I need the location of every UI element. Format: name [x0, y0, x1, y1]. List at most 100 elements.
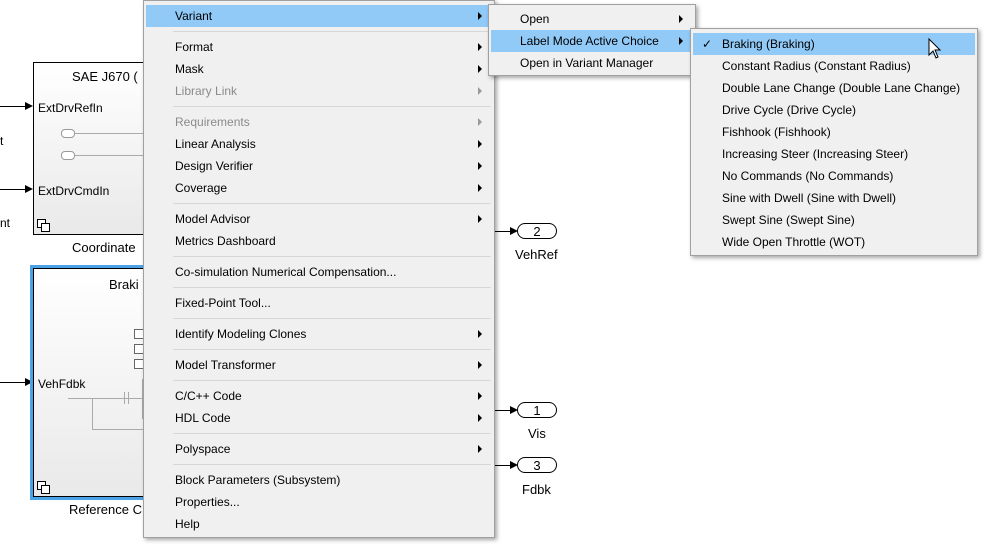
choice-item-drive-cycle[interactable]: Drive Cycle (Drive Cycle): [693, 99, 975, 121]
menu-item-metrics-dashboard[interactable]: Metrics Dashboard: [146, 230, 492, 252]
menu-separator: [173, 380, 491, 381]
submenu-arrow-icon: [478, 184, 482, 192]
block-caption: Coordinate: [72, 240, 136, 255]
submenu-arrow-icon: [478, 392, 482, 400]
menu-item-label: Metrics Dashboard: [175, 234, 276, 248]
active-choice-submenu: ✓ Braking (Braking) Constant Radius (Cons…: [690, 28, 978, 256]
menu-item-label: Drive Cycle (Drive Cycle): [722, 103, 857, 117]
menu-item-hdl-code[interactable]: HDL Code: [146, 407, 492, 429]
outport-block-vis[interactable]: 1: [517, 402, 557, 418]
menu-item-label: Coverage: [175, 181, 228, 195]
outport-label: VehRef: [515, 247, 558, 262]
outport-block-fdbk[interactable]: 3: [517, 457, 557, 473]
menu-item-c-code[interactable]: C/C++ Code: [146, 385, 492, 407]
menu-item-label: Identify Modeling Clones: [175, 327, 307, 341]
submenu-arrow-icon: [478, 445, 482, 453]
menu-item-label: Wide Open Throttle (WOT): [722, 235, 866, 249]
menu-item-coverage[interactable]: Coverage: [146, 177, 492, 199]
internal-line: [128, 392, 129, 404]
internal-line: [68, 398, 158, 399]
signal-line[interactable]: [494, 465, 512, 466]
submenu-arrow-icon: [478, 162, 482, 170]
menu-item-model-transformer[interactable]: Model Transformer: [146, 354, 492, 376]
menu-item-format[interactable]: Format: [146, 36, 492, 58]
menu-item-properties[interactable]: Properties...: [146, 491, 492, 513]
signal-arrow: [25, 185, 33, 193]
menu-item-label: Fixed-Point Tool...: [175, 296, 271, 310]
menu-item-design-verifier[interactable]: Design Verifier: [146, 155, 492, 177]
signal-arrow: [510, 406, 518, 414]
menu-item-label: Requirements: [175, 115, 250, 129]
signal-label-fragment: t: [0, 134, 4, 148]
menu-item-label: Variant: [175, 9, 213, 23]
signal-line[interactable]: [0, 106, 28, 107]
menu-separator: [173, 203, 491, 204]
subsystem-block-coordinate[interactable]: SAE J670 ( ExtDrvRefIn ExtDrvCmdIn: [33, 62, 165, 235]
menu-item-label: Format: [175, 40, 214, 54]
block-caption: Reference C: [69, 502, 142, 517]
choice-item-fishhook[interactable]: Fishhook (Fishhook): [693, 121, 975, 143]
signal-line[interactable]: [494, 410, 512, 411]
menu-item-label: Swept Sine (Swept Sine): [722, 213, 855, 227]
menu-item-identify-clones[interactable]: Identify Modeling Clones: [146, 323, 492, 345]
menu-item-label: Model Transformer: [175, 358, 276, 372]
menu-item-label: C/C++ Code: [175, 389, 242, 403]
menu-item-label: Double Lane Change (Double Lane Change): [722, 81, 961, 95]
menu-item-help[interactable]: Help: [146, 513, 492, 535]
choice-item-sine-with-dwell[interactable]: Sine with Dwell (Sine with Dwell): [693, 187, 975, 209]
menu-item-open[interactable]: Open: [491, 8, 693, 30]
inport-label: VehFdbk: [38, 377, 86, 391]
menu-item-label: Open in Variant Manager: [520, 56, 654, 70]
submenu-arrow-icon: [478, 87, 482, 95]
menu-item-linear-analysis[interactable]: Linear Analysis: [146, 133, 492, 155]
signal-line[interactable]: [494, 231, 512, 232]
menu-item-mask[interactable]: Mask: [146, 58, 492, 80]
menu-separator: [173, 106, 491, 107]
menu-item-cosim-compensation[interactable]: Co-simulation Numerical Compensation...: [146, 261, 492, 283]
outport-block-vehref[interactable]: 2: [517, 223, 557, 239]
menu-item-polyspace[interactable]: Polyspace: [146, 438, 492, 460]
menu-item-label: Braking (Braking): [722, 37, 815, 51]
signal-arrow: [25, 102, 33, 110]
check-icon: ✓: [702, 37, 713, 51]
submenu-arrow-icon: [478, 330, 482, 338]
menu-item-open-variant-manager[interactable]: Open in Variant Manager: [491, 52, 693, 74]
subsystem-block-braking[interactable]: Braki VehFdbk: [30, 265, 166, 500]
internal-line: [92, 429, 162, 430]
internal-line: [124, 392, 125, 404]
submenu-arrow-icon: [478, 118, 482, 126]
choice-item-constant-radius[interactable]: Constant Radius (Constant Radius): [693, 55, 975, 77]
internal-line: [92, 398, 93, 430]
menu-item-block-parameters[interactable]: Block Parameters (Subsystem): [146, 469, 492, 491]
submenu-arrow-icon: [478, 65, 482, 73]
submenu-arrow-icon: [478, 215, 482, 223]
menu-item-label: Mask: [175, 62, 204, 76]
menu-item-label-mode-active-choice[interactable]: Label Mode Active Choice: [491, 30, 693, 52]
menu-item-requirements: Requirements: [146, 111, 492, 133]
menu-separator: [173, 256, 491, 257]
menu-item-fixed-point-tool[interactable]: Fixed-Point Tool...: [146, 292, 492, 314]
signal-line[interactable]: [0, 189, 28, 190]
choice-item-double-lane-change[interactable]: Double Lane Change (Double Lane Change): [693, 77, 975, 99]
menu-separator: [173, 433, 491, 434]
subsystem-icon: [37, 481, 50, 494]
choice-item-swept-sine[interactable]: Swept Sine (Swept Sine): [693, 209, 975, 231]
block-title: SAE J670 (: [72, 69, 138, 84]
choice-item-braking[interactable]: ✓ Braking (Braking): [693, 33, 975, 55]
signal-line[interactable]: [0, 382, 28, 383]
menu-item-model-advisor[interactable]: Model Advisor: [146, 208, 492, 230]
menu-item-label: Linear Analysis: [175, 137, 256, 151]
menu-item-label: Increasing Steer (Increasing Steer): [722, 147, 909, 161]
submenu-arrow-icon: [679, 15, 683, 23]
choice-item-no-commands[interactable]: No Commands (No Commands): [693, 165, 975, 187]
menu-item-label: Design Verifier: [175, 159, 254, 173]
menu-item-variant[interactable]: Variant: [146, 5, 492, 27]
choice-item-wide-open-throttle[interactable]: Wide Open Throttle (WOT): [693, 231, 975, 253]
choice-item-increasing-steer[interactable]: Increasing Steer (Increasing Steer): [693, 143, 975, 165]
menu-separator: [173, 464, 491, 465]
menu-item-label: Constant Radius (Constant Radius): [722, 59, 911, 73]
menu-item-label: Label Mode Active Choice: [520, 34, 659, 48]
submenu-arrow-icon: [478, 140, 482, 148]
mouse-cursor-icon: [928, 38, 942, 59]
subsystem-icon: [37, 219, 50, 232]
